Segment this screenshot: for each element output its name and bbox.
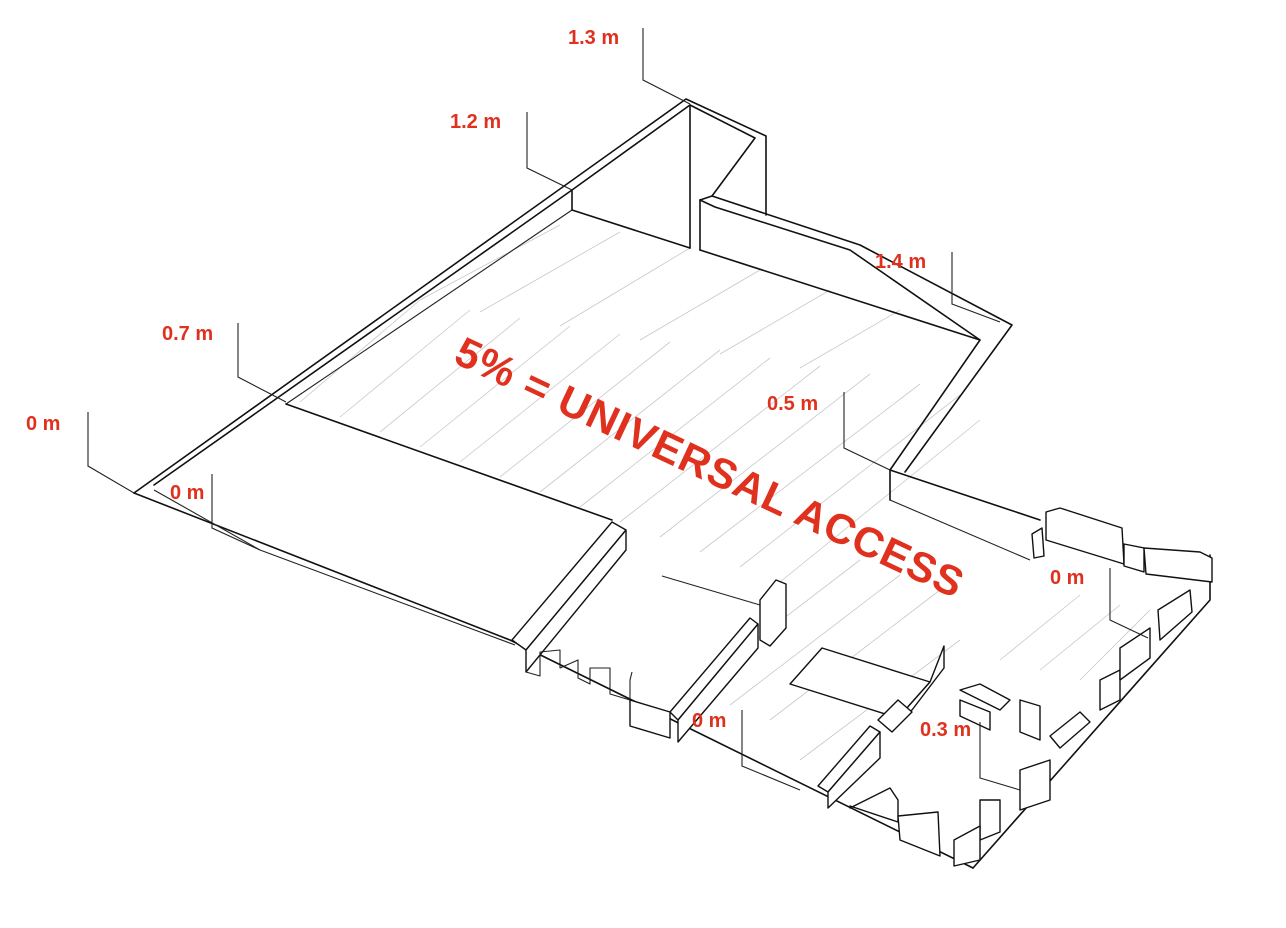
elevation-labels: 1.3 m 1.2 m 1.4 m 0.7 m 0 m 0 m 0.5 m 0 … bbox=[26, 27, 1084, 741]
elevation-label: 0 m bbox=[26, 413, 60, 435]
site-outline bbox=[133, 98, 1211, 869]
elevation-label: 0 m bbox=[170, 482, 204, 504]
slogan-text: 5% = UNIVERSAL ACCESS bbox=[448, 328, 972, 608]
elevation-label: 0 m bbox=[1050, 567, 1084, 589]
elevation-label: 1.3 m bbox=[568, 27, 619, 49]
elevation-label: 1.2 m bbox=[450, 111, 501, 133]
elevation-label: 0.7 m bbox=[162, 323, 213, 345]
elevation-leaders bbox=[87, 28, 1149, 791]
low-walls bbox=[511, 507, 1213, 867]
elevation-label: 1.4 m bbox=[875, 251, 926, 273]
elevation-label: 0 m bbox=[692, 710, 726, 732]
elevation-label: 0.3 m bbox=[920, 719, 971, 741]
elevation-label: 0.5 m bbox=[767, 393, 818, 415]
